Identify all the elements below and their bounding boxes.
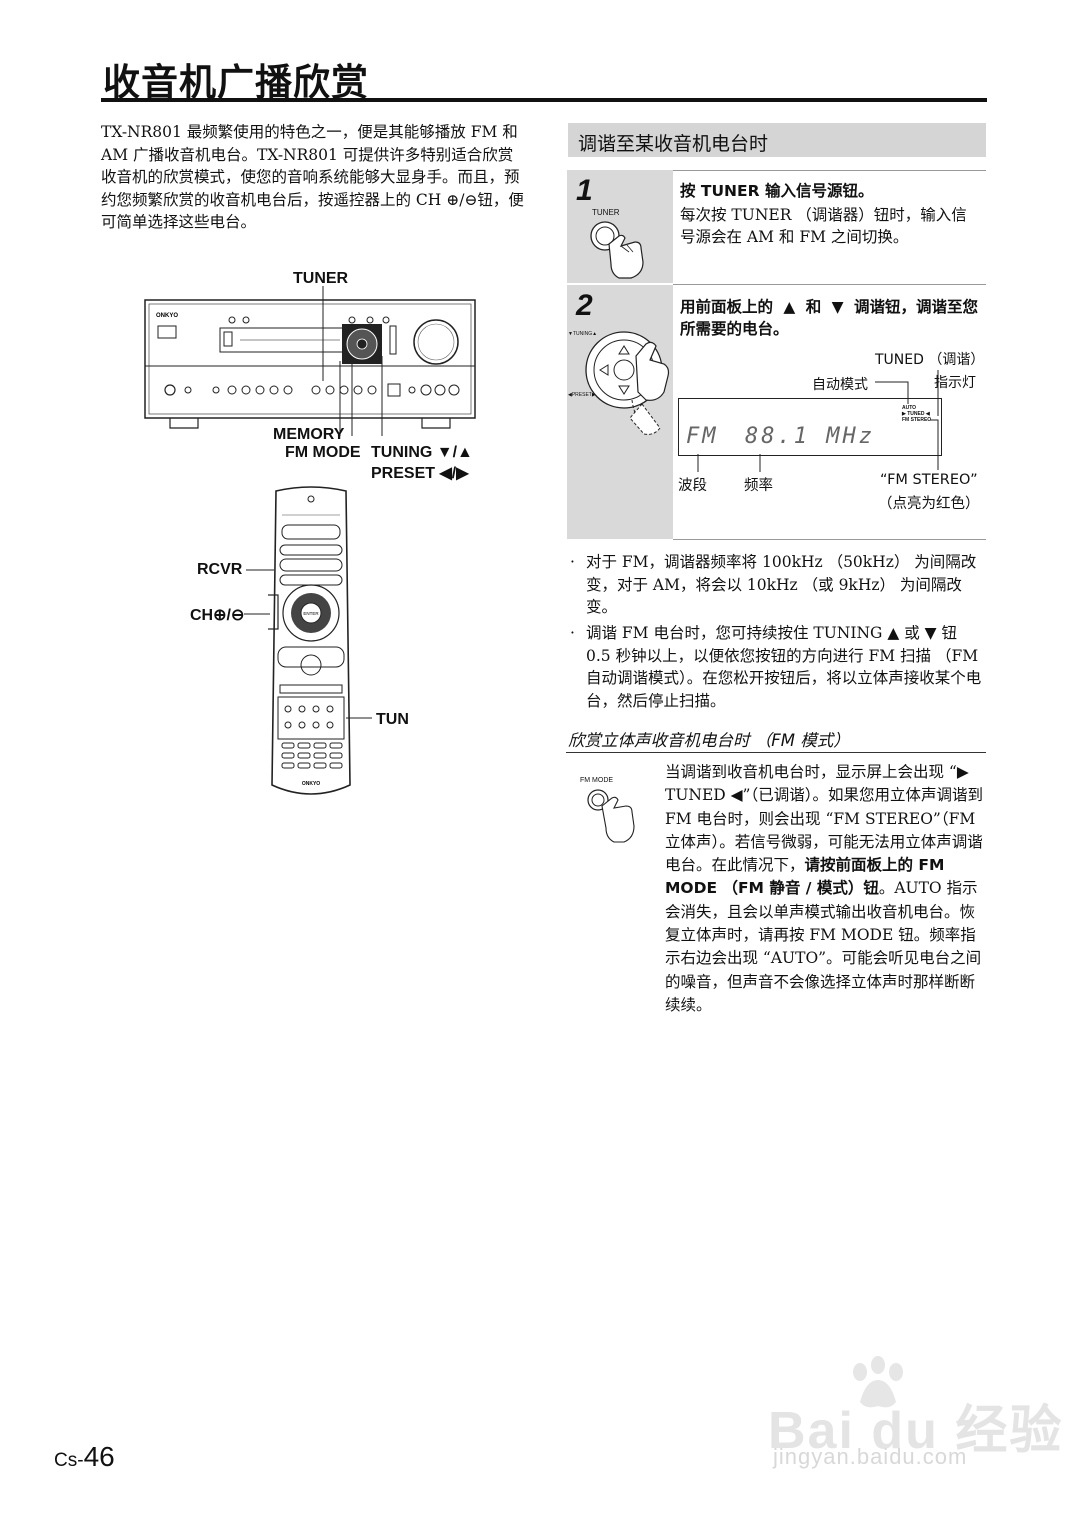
remote-brand: ONKYO — [302, 781, 320, 787]
page-number-value: 46 — [83, 1441, 115, 1472]
title-rule — [101, 98, 987, 102]
band-label: 波段 — [678, 478, 707, 494]
frequency-label: 频率 — [744, 478, 773, 494]
fm-mode-button-press-icon — [587, 789, 635, 843]
step2-icon-panel — [567, 285, 673, 539]
triangle-down-icon: ▼ — [831, 298, 844, 316]
remote-enter-label: ENTER — [303, 611, 319, 616]
lcd-frequency: 88.1 MHz — [745, 424, 875, 449]
remote-control-illustration: ENTER ONKYO — [268, 486, 351, 795]
section-heading: 调谐至某收音机电台时 — [578, 133, 769, 155]
dial-preset-label: ◀PRESET▶ — [568, 392, 596, 398]
fm-mode-heading: 欣赏立体声收音机电台时 （FM 模式） — [568, 731, 850, 750]
fm-stereo-callout: “FM STEREO” — [880, 472, 978, 488]
receiver-brand: ONKYO — [156, 313, 178, 319]
note-2: 调谐 FM 电台时，您可持续按住 TUNING ▲ 或 ▼ 钮 0.5 秒钟以上… — [586, 624, 982, 710]
auto-mode-label: 自动模式 — [812, 377, 868, 393]
fm-mode-text-1: 当调谐到收音机电台时，显示屏上会出现 “▶ TUNED ◀”（已调谐）。如果您用… — [665, 763, 983, 875]
ch-callout-label: CH⊕/⊖ — [190, 607, 245, 624]
tuning-dial-press-icon — [585, 331, 670, 435]
preset-callout-label: PRESET ◀/▶ — [371, 465, 469, 482]
step2-text-panel — [673, 285, 986, 540]
intro-paragraph: TX-NR801 最频繁使用的特色之一，便是其能够播放 FM 和 AM 广播收音… — [101, 123, 524, 231]
section-heading-bar: 调谐至某收音机电台时 — [568, 123, 986, 157]
fm-mode-text-2: 。AUTO 指示会消失，且会以单声模式输出收音机电台。恢复立体声时，请再按 FM… — [665, 879, 982, 1014]
fm-mode-text-bold: 请按前面板上的 FM MODE （FM 静音 / 模式）钮 — [665, 856, 945, 898]
fm-mode-icon-label: FM MODE — [580, 777, 614, 784]
note-bullet-2: · — [570, 624, 575, 642]
paw-logo-icon — [853, 1356, 903, 1408]
note-1: 对于 FM，调谐器频率将 100kHz （50kHz） 为间隔改变，对于 AM，… — [586, 553, 977, 616]
step2-instruction-a: 用前面板上的 — [680, 298, 774, 316]
receiver-front-panel-illustration: ONKYO — [144, 286, 476, 436]
step2-instruction-b: 和 — [805, 298, 822, 316]
fm-stereo-note: （点亮为红色） — [878, 496, 980, 512]
lcd-band: FM — [686, 424, 719, 449]
tuning-callout-label: TUNING ▼/▲ — [371, 444, 473, 461]
tuned-indicator-label: TUNED （调谐） — [875, 352, 985, 368]
tuner-callout-label: TUNER — [293, 270, 349, 287]
tun-callout-label: TUN — [376, 711, 409, 728]
step1-text-panel — [673, 170, 986, 285]
step2-instruction-c: 调谐钮，调谐至您所需要的电台。 — [680, 298, 979, 338]
indicator-lamp-label: 指示灯 — [934, 375, 976, 391]
lcd-display — [678, 398, 942, 456]
fm-mode-callout-label: FM MODE — [285, 444, 361, 461]
lcd-callout-lines — [697, 370, 939, 472]
step1-tuner-icon-label: TUNER — [592, 208, 620, 217]
remote-callout-lines — [244, 569, 372, 719]
fm-mode-body: 当调谐到收音机电台时，显示屏上会出现 “▶ TUNED ◀”（已调谐）。如果您用… — [665, 761, 987, 1017]
lcd-auto-indicator: AUTO — [902, 405, 917, 411]
lcd-tuned-indicator: ▶ TUNED ◀ — [902, 411, 930, 417]
memory-callout-label: MEMORY — [273, 426, 345, 443]
step2-instruction: 用前面板上的 ▲ 和 ▼ 调谐钮，调谐至您所需要的电台。 — [680, 296, 980, 340]
tuner-button-press-icon — [590, 221, 644, 279]
triangle-up-icon: ▲ — [783, 298, 796, 316]
step1-instruction: 按 TUNER 输入信号源钮。 — [680, 182, 874, 200]
step1-detail: 每次按 TUNER （调谐器）钮时，输入信号源会在 AM 和 FM 之间切换。 — [680, 206, 967, 246]
dial-tuning-label: ▼TUNING▲ — [568, 331, 598, 337]
note-bullet-1: · — [570, 553, 575, 571]
fm-mode-heading-rule — [566, 752, 986, 753]
lcd-stereo-indicator: FM STEREO — [902, 417, 932, 423]
page-number: Cs-46 — [54, 1441, 115, 1473]
watermark-main: Bai du 经验 — [768, 1402, 1064, 1460]
step2-number: 2 — [576, 289, 593, 322]
rcvr-callout-label: RCVR — [197, 561, 243, 578]
page-number-prefix: Cs- — [54, 1450, 84, 1471]
step1-number: 1 — [576, 174, 593, 207]
watermark-url: jingyan.baidu.com — [773, 1444, 968, 1469]
page-title: 收音机广播欣赏 — [103, 61, 369, 104]
